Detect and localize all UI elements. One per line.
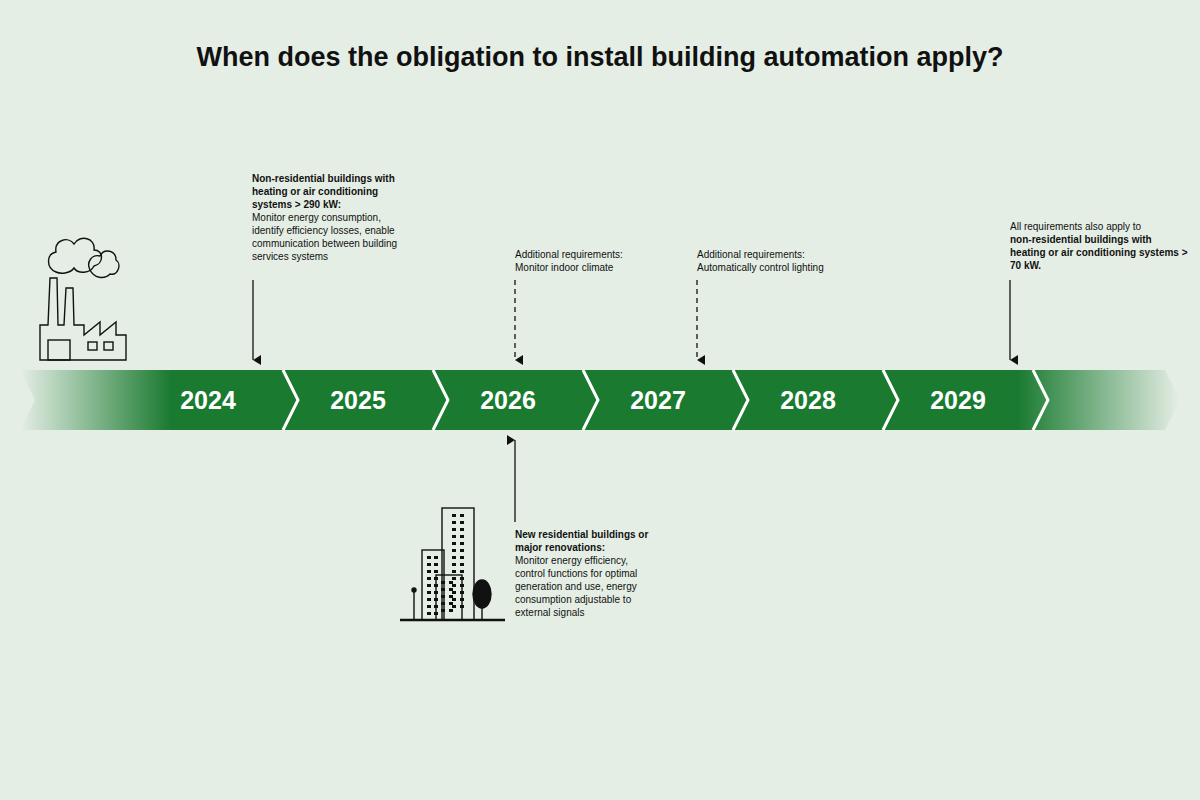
condition-heading: Non-residential buildings with heating o…: [252, 172, 412, 211]
annotation-block: All requirements also apply tonon-reside…: [1010, 220, 1188, 272]
requirement-text: Automatically control lighting: [697, 261, 847, 274]
requirement-text: Monitor indoor climate: [515, 261, 665, 274]
diagram-title: When does the obligation to install buil…: [0, 42, 1200, 73]
building-windows: [427, 514, 464, 615]
year-segment: 2027: [583, 370, 733, 430]
annotation-block: New residential buildings or major renov…: [515, 528, 655, 619]
note-heading: All requirements also apply to: [1010, 220, 1188, 233]
year-label: 2027: [630, 386, 686, 415]
requirement-text: Monitor energy efficiency, control funct…: [515, 554, 655, 619]
annotation-block: Additional requirements:Automatically co…: [697, 248, 847, 274]
year-label: 2029: [930, 386, 986, 415]
year-segment: 2026: [433, 370, 583, 430]
year-segment: 2024: [133, 370, 283, 430]
building-icon: [400, 508, 505, 620]
requirement-text: Monitor energy consumption, identify eff…: [252, 211, 412, 263]
timeline-band: [20, 370, 1180, 430]
year-label: 2024: [180, 386, 236, 415]
note-heading: Additional requirements:: [515, 248, 665, 261]
annotation-block: Additional requirements:Monitor indoor c…: [515, 248, 665, 274]
note-heading: Additional requirements:: [697, 248, 847, 261]
year-label: 2025: [330, 386, 386, 415]
year-label: 2028: [780, 386, 836, 415]
year-segment: 2028: [733, 370, 883, 430]
year-segment: 2025: [283, 370, 433, 430]
condition-heading: New residential buildings or major renov…: [515, 528, 655, 554]
factory-icon: [40, 238, 126, 360]
leader-arrows: [253, 280, 1010, 522]
annotation-block: Non-residential buildings with heating o…: [252, 172, 412, 263]
condition-heading: non-residential buildings with heating o…: [1010, 233, 1188, 272]
year-segment: 2029: [883, 370, 1033, 430]
year-label: 2026: [480, 386, 536, 415]
